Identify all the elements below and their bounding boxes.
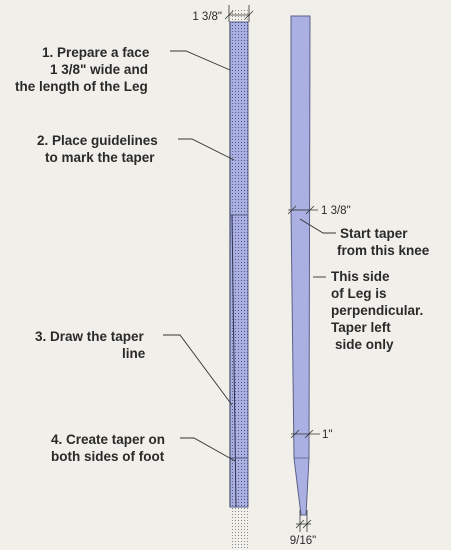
step3-leader bbox=[163, 334, 233, 406]
foot-width-label: 9/16" bbox=[290, 535, 316, 547]
top-width-dimension: 1 3/8" bbox=[192, 5, 254, 23]
step3-text: 3. Draw the taper line bbox=[35, 329, 148, 361]
knee-note-leader bbox=[299, 218, 336, 234]
step4-leader bbox=[180, 437, 236, 462]
right-leg bbox=[290, 15, 311, 516]
leader-lines bbox=[163, 50, 336, 462]
left-leg-bottom-extension bbox=[230, 505, 248, 550]
foot-width-dimension: 9/16" bbox=[290, 510, 316, 547]
step2-leader bbox=[178, 138, 235, 161]
left-leg-taper-line bbox=[231, 214, 237, 508]
step2-text: 2. Place guidelines to mark the taper bbox=[37, 133, 162, 165]
side-note-text: This side of Leg is perpendicular. Taper… bbox=[331, 269, 427, 352]
left-leg bbox=[229, 8, 249, 550]
top-width-label: 1 3/8" bbox=[192, 11, 222, 23]
lower-width-dimension: 1" bbox=[290, 429, 332, 441]
right-leg-body bbox=[290, 15, 311, 516]
knee-width-dimension: 1 3/8" bbox=[287, 205, 351, 217]
step4-text: 4. Create taper on both sides of foot bbox=[51, 432, 169, 464]
lower-width-label: 1" bbox=[322, 429, 332, 441]
knee-note-text: Start taper from this knee bbox=[337, 226, 430, 258]
step1-leader bbox=[170, 50, 231, 71]
knee-width-label: 1 3/8" bbox=[321, 205, 351, 217]
step1-text: 1. Prepare a face 1 3/8" wide and the le… bbox=[15, 45, 153, 94]
left-leg-top-extension bbox=[230, 8, 248, 25]
